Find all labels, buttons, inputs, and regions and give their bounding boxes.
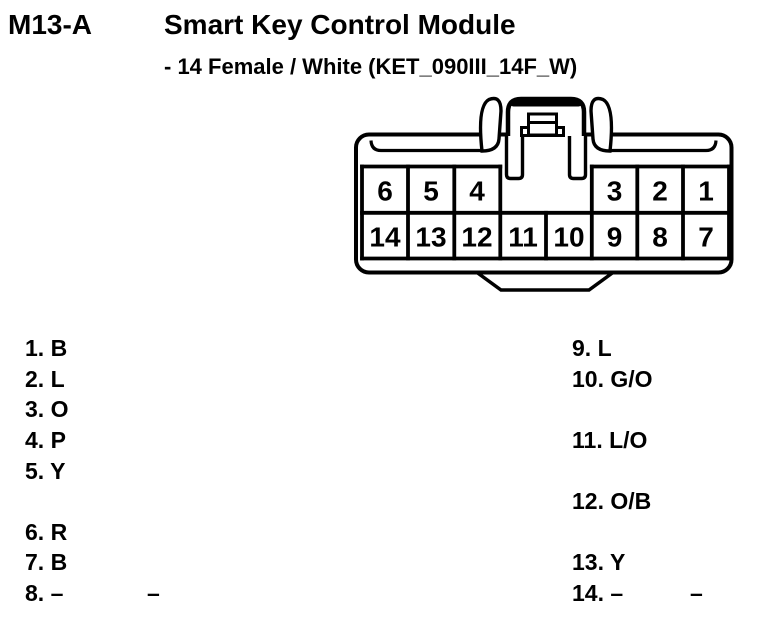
connector-pin-number: 9 bbox=[607, 222, 623, 253]
connector-pin-number: 10 bbox=[553, 222, 584, 253]
pin-entry-right: 13. Y bbox=[572, 549, 626, 576]
connector-pin-number: 8 bbox=[652, 222, 668, 253]
pin-entry-left: 5. Y bbox=[25, 457, 66, 484]
pin-cavity-grid bbox=[360, 164, 731, 261]
connector-pin-number: 5 bbox=[423, 176, 439, 207]
connector-pin-number: 4 bbox=[469, 176, 485, 207]
connector-pin-number: 14 bbox=[369, 222, 401, 253]
pin-row: 3. O bbox=[0, 394, 778, 425]
latch-ear-left bbox=[478, 96, 503, 153]
latch-leg-right bbox=[567, 136, 588, 181]
pin-color-list: 1. B 9. L 2. L 10. G/O 3. O 4. P 11. L/O 5. Y 12… bbox=[0, 333, 778, 609]
pin-entry-left: 7. B bbox=[25, 549, 68, 576]
pin-row: 1. B 9. L bbox=[0, 333, 778, 364]
connector-pin-number: 3 bbox=[607, 176, 623, 207]
pin-row: 4. P 11. L/O bbox=[0, 425, 778, 456]
pin-row: 2. L 10. G/O bbox=[0, 364, 778, 395]
connector-pin-number: 13 bbox=[415, 222, 446, 253]
connector-pin-number: 11 bbox=[508, 222, 538, 253]
latch-button bbox=[527, 112, 558, 137]
inner-wall-line-left bbox=[369, 140, 481, 153]
connector-bottom-tab bbox=[475, 271, 615, 292]
pin-entry-right: 14. – bbox=[572, 580, 624, 607]
pin-row: 5. Y bbox=[0, 456, 778, 487]
latch-head-top-bar bbox=[510, 99, 582, 107]
latch-ear-right bbox=[589, 96, 614, 153]
latch-leg-left bbox=[504, 136, 525, 181]
pin-entry-left: 1. B bbox=[25, 335, 68, 361]
connector-pin-number: 6 bbox=[377, 176, 393, 207]
connector-pin-number: 2 bbox=[652, 176, 668, 207]
connector-pin-number: 12 bbox=[461, 222, 492, 253]
pin-row: 7. B 13. Y bbox=[0, 547, 778, 578]
connector-pin-number: 7 bbox=[698, 222, 714, 253]
pin-entry-left: 3. O bbox=[25, 396, 69, 423]
pin-row: 6. R bbox=[0, 517, 778, 548]
pin-row: 12. O/B bbox=[0, 486, 778, 517]
pin-entry-left-dash: – bbox=[147, 580, 160, 607]
connector-pin-number: 1 bbox=[698, 176, 714, 207]
pin-entry-right: 12. O/B bbox=[572, 488, 652, 515]
pin-entry-right: 11. L/O bbox=[572, 426, 648, 453]
pin-entry-left: 4. P bbox=[25, 426, 66, 453]
pin-entry-left: 6. R bbox=[25, 518, 68, 545]
connector-id: M13-A bbox=[8, 9, 93, 40]
pin-entry-right-dash: – bbox=[690, 580, 703, 607]
pin-entry-right: 10. G/O bbox=[572, 365, 653, 392]
pin-entry-left: 8. – bbox=[25, 580, 64, 607]
connector-subtitle: - 14 Female / White (KET_090III_14F_W) bbox=[164, 54, 578, 79]
inner-wall-line-right bbox=[611, 140, 718, 153]
connector-housing bbox=[354, 132, 734, 275]
pin-entry-left: 2. L bbox=[25, 365, 65, 392]
page-title: Smart Key Control Module bbox=[164, 9, 516, 40]
pin-row: 8. – 14. – – – bbox=[0, 578, 778, 609]
pin-entry-right: 9. L bbox=[572, 335, 612, 361]
